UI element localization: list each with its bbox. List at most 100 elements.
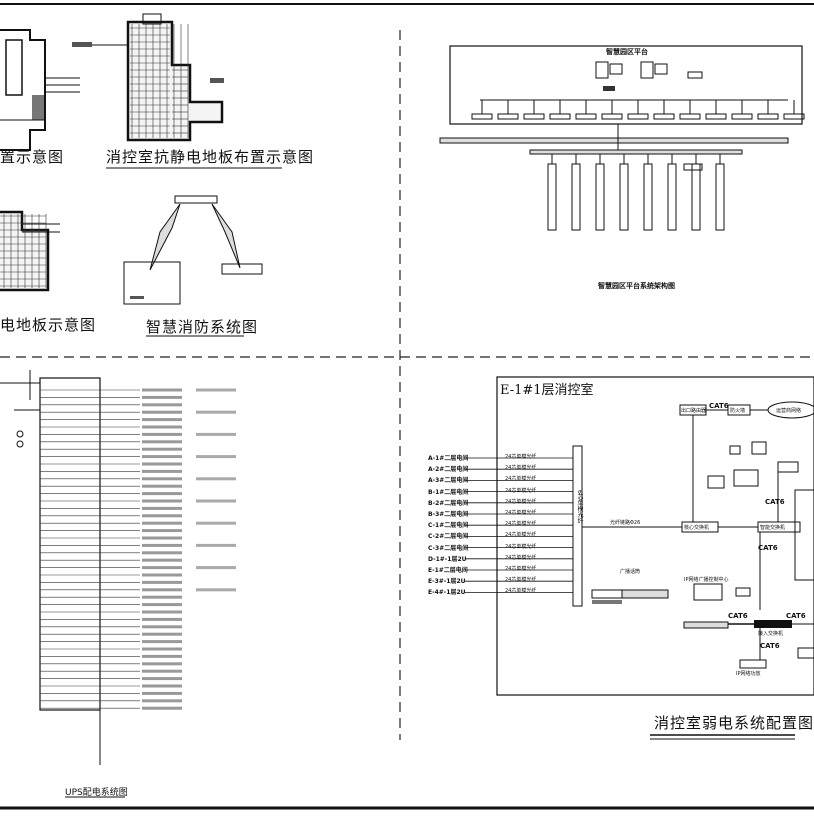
- cable-label-mid: CAT6: [758, 544, 778, 552]
- floor-plan-left: [0, 29, 80, 151]
- input-room-label: E-1#二层电间: [428, 567, 468, 574]
- fiber-label: 24芯单模光纤: [505, 566, 537, 572]
- core-switch-node: 核心交换机: [684, 525, 710, 531]
- input-room-label: C-3#二层电间: [428, 544, 469, 552]
- ups-branch-label: [142, 684, 182, 688]
- ups-branch-label: [142, 551, 182, 555]
- device-box: [757, 113, 779, 120]
- fiber-label: 24芯单模光纤: [505, 543, 537, 550]
- device-box: [549, 113, 571, 120]
- ups-branch-label: [142, 403, 182, 407]
- cable-label-right: CAT6: [786, 612, 806, 620]
- fiber-label: 24芯单模光纤: [505, 532, 537, 539]
- device-box: [679, 113, 701, 120]
- ups-branch-label: [196, 499, 236, 503]
- ups-branch-label: [142, 477, 182, 481]
- ups-branch-label: [142, 536, 182, 540]
- fiber-label: 24芯单模光纤: [505, 521, 537, 528]
- subsystem-column: [571, 163, 581, 231]
- ups-branch-label: [142, 440, 182, 444]
- weak-current-diagram: [465, 376, 814, 740]
- device-box: [653, 113, 675, 120]
- smart-switch-node: 智能交换机: [760, 525, 786, 531]
- platform-caption: 智慧园区平台系统架构图: [598, 282, 675, 290]
- ups-branch-label: [142, 469, 182, 473]
- ups-branch-label: [142, 706, 182, 710]
- ups-branch-label: [142, 529, 182, 533]
- floor-plan-partial: [0, 210, 60, 292]
- antistatic-caption: 消控室抗静电地板布置示意图: [106, 148, 315, 166]
- device-box: [731, 113, 753, 120]
- input-room-label: A-1#二层电间: [428, 455, 469, 462]
- ups-branch-label: [196, 521, 236, 525]
- fiber-label: 24芯单模光纤: [505, 476, 537, 483]
- input-room-label: C-2#二层电间: [428, 533, 469, 541]
- floor-layout-caption: 置示意图: [0, 148, 65, 166]
- fiber-label: 24芯单模光纤: [505, 510, 537, 516]
- cable-label-top: CAT6: [709, 402, 729, 410]
- ups-caption: UPS配电系统图: [65, 788, 128, 798]
- ups-branch-label: [142, 691, 182, 695]
- ups-branch-label: [142, 395, 182, 399]
- fiber-label: 24芯单模光纤: [505, 588, 537, 595]
- ups-branch-label: [196, 432, 236, 436]
- device-box: [523, 113, 545, 120]
- ups-branch-label: [142, 388, 182, 392]
- ups-branch-label: [142, 418, 182, 422]
- cable-label-low: CAT6: [728, 612, 748, 620]
- router-node: 出口路由器: [681, 408, 707, 414]
- device-box: [471, 113, 493, 120]
- ups-branch-label: [142, 543, 182, 547]
- subsystem-column: [667, 163, 677, 231]
- ups-branch-label: [142, 580, 182, 584]
- isp-node: 运营商网络: [776, 408, 802, 414]
- fiber-label: 24芯单模光纤: [505, 487, 537, 494]
- ups-branch-label: [142, 640, 182, 644]
- ups-branch-label: [142, 654, 182, 658]
- device-box: [783, 113, 805, 120]
- ups-branch-label: [142, 662, 182, 666]
- cable-label-bottom: CAT6: [760, 642, 780, 650]
- platform-architecture: [439, 45, 805, 231]
- ups-branch-label: [142, 625, 182, 629]
- subsystem-column: [595, 163, 605, 231]
- input-room-label: A-3#二层电间: [428, 477, 469, 485]
- device-box: [497, 113, 519, 120]
- ups-branch-label: [142, 462, 182, 466]
- input-room-label: E-3#-1层2U: [428, 578, 466, 586]
- ups-branch-label: [142, 669, 182, 673]
- device-box: [601, 113, 623, 120]
- antistatic-floor-plan: [72, 13, 224, 142]
- ups-branch-label: [142, 632, 182, 636]
- uplink-label: 光纤链路Φ26: [610, 520, 641, 526]
- input-room-label: B-2#二层电间: [428, 499, 469, 507]
- input-room-label: B-1#二层电间: [428, 488, 469, 496]
- ups-branch-label: [142, 425, 182, 429]
- smart-fire-caption: 智慧消防系统图: [146, 318, 259, 336]
- ups-branch-label: [142, 573, 182, 577]
- input-room-label: A-2#二层电间: [428, 466, 469, 474]
- ups-branch-label: [196, 543, 236, 547]
- ups-branch-label: [142, 603, 182, 607]
- ups-branch-label: [196, 388, 236, 392]
- ups-branch-label: [142, 558, 182, 562]
- access-switch-node: 接入交换机: [758, 631, 784, 637]
- device-box: [705, 113, 727, 120]
- ups-branch-label: [142, 432, 182, 436]
- ups-branch-label: [142, 447, 182, 451]
- ip-pa-node: IP网络功放: [736, 671, 761, 677]
- subsystem-column: [691, 163, 701, 231]
- floor-partial-caption: 电地板示意图: [0, 316, 97, 334]
- riser-label: 6芯单模光纤: [576, 490, 583, 524]
- input-room-label: C-1#二层电间: [428, 522, 469, 530]
- ups-branch-label: [142, 595, 182, 599]
- ups-branch-label: [196, 566, 236, 570]
- ups-branch-label: [142, 514, 182, 518]
- ups-branch-label: [142, 566, 182, 570]
- ups-branch-label: [142, 484, 182, 488]
- fiber-label: 24芯单模光纤: [505, 577, 537, 584]
- firewall-node: 防火墙: [730, 408, 746, 414]
- ups-branch-label: [142, 455, 182, 459]
